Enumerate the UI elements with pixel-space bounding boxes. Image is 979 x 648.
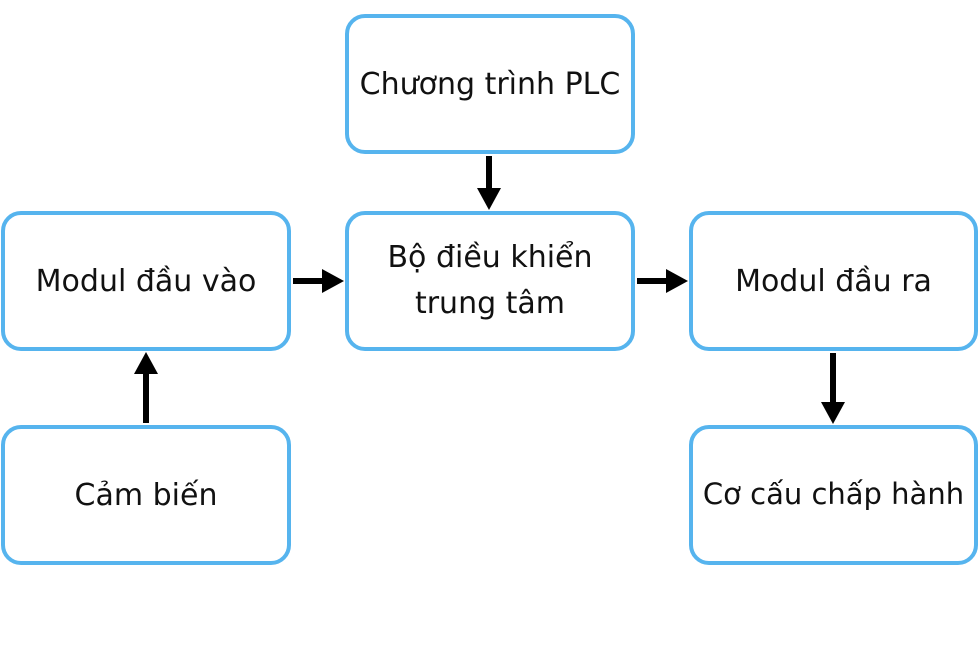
node-plc-program: Chương trình PLC — [345, 14, 635, 154]
node-sensor-label: Cảm biến — [74, 477, 218, 513]
node-actuator: Cơ cấu chấp hành — [689, 425, 978, 565]
node-input-module-label: Modul đầu vào — [35, 263, 257, 299]
node-central-controller-label-line2: trung tâm — [414, 286, 566, 321]
arrow-controller-to-output — [637, 269, 688, 293]
node-output-module: Modul đầu ra — [689, 211, 978, 351]
node-central-controller: Bộ điều khiển trung tâm — [345, 211, 635, 351]
node-plc-program-label: Chương trình PLC — [359, 66, 621, 102]
node-actuator-label: Cơ cấu chấp hành — [702, 477, 965, 512]
arrow-output-to-actuator — [821, 353, 845, 424]
arrow-input-to-controller — [293, 269, 344, 293]
node-central-controller-label-line1: Bộ điều khiển — [387, 239, 593, 275]
node-input-module: Modul đầu vào — [1, 211, 291, 351]
node-sensor: Cảm biến — [1, 425, 291, 565]
arrow-plc-to-controller — [477, 156, 501, 210]
arrow-sensor-to-input — [134, 352, 158, 423]
node-output-module-label: Modul đầu ra — [735, 263, 932, 299]
